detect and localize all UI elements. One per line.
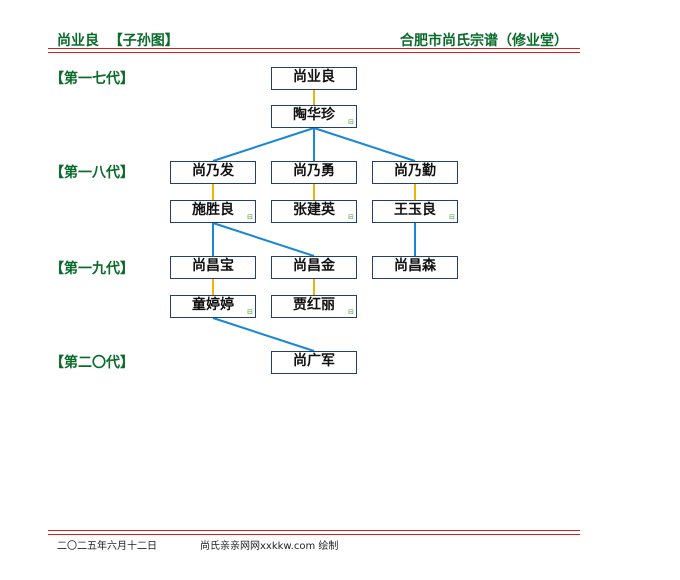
expand-marker-icon[interactable]: ⊟ [449,213,455,221]
person-name: 尚广军 [293,353,335,369]
generation-label-20: 【第二〇代】 [50,355,134,371]
expand-marker-icon[interactable]: ⊟ [247,308,253,316]
person-node-shang-changjin[interactable]: 尚昌金 [271,256,357,279]
footer-date: 二〇二五年六月十二日 [57,541,157,552]
child-link [212,317,315,352]
header-rule-top [48,48,580,49]
person-name: 张建英 [293,202,335,218]
person-node-shang-yeliang[interactable]: 尚业良 [271,67,357,90]
person-node-zhang-jianying[interactable]: 张建英 ⊟ [271,200,357,223]
footer-rule-bottom [48,534,580,535]
person-name: 陶华珍 [293,107,335,123]
person-node-tong-tingting[interactable]: 童婷婷 ⊟ [170,295,256,318]
person-name: 尚乃勇 [293,163,335,179]
footer-credit: 尚氏亲亲网网xxkkw.com 绘制 [200,541,339,552]
generation-label-19: 【第一九代】 [50,261,134,277]
child-link [212,127,315,162]
chart-type-tag: 【子孙图】 [108,33,179,49]
person-name: 尚乃勤 [394,163,436,179]
person-node-shang-naiqin[interactable]: 尚乃勤 [372,161,458,184]
person-node-tao-huazhen[interactable]: 陶华珍 ⊟ [271,105,357,128]
person-node-shang-changsen[interactable]: 尚昌森 [372,256,458,279]
expand-marker-icon[interactable]: ⊟ [348,213,354,221]
generation-label-18: 【第一八代】 [50,165,134,181]
root-ancestor-name: 尚业良 [57,33,99,49]
header-rule-bottom [48,52,580,53]
person-node-jia-hongli[interactable]: 贾红丽 ⊟ [271,295,357,318]
generation-label-17: 【第一七代】 [50,71,134,87]
person-name: 王玉良 [394,202,436,218]
person-name: 尚乃发 [192,163,234,179]
person-name: 尚昌森 [394,258,436,274]
footer-rule-top [48,530,580,531]
header-title: 尚业良 【子孙图】 [57,30,179,50]
person-node-wang-yuliang[interactable]: 王玉良 ⊟ [372,200,458,223]
person-name: 贾红丽 [293,297,335,313]
person-node-shang-changbao[interactable]: 尚昌宝 [170,256,256,279]
person-name: 尚业良 [293,69,335,85]
person-name: 童婷婷 [192,297,234,313]
person-node-shang-naifa[interactable]: 尚乃发 [170,161,256,184]
child-link [313,127,416,162]
person-name: 尚昌金 [293,258,335,274]
person-name: 施胜良 [192,202,234,218]
expand-marker-icon[interactable]: ⊟ [348,308,354,316]
expand-marker-icon[interactable]: ⊟ [247,213,253,221]
person-node-shi-shengliang[interactable]: 施胜良 ⊟ [170,200,256,223]
person-node-shang-naiyong[interactable]: 尚乃勇 [271,161,357,184]
genealogy-title: 合肥市尚氏宗谱（修业堂） [400,33,568,49]
child-link [212,222,315,257]
expand-marker-icon[interactable]: ⊟ [348,118,354,126]
person-node-shang-guangjun[interactable]: 尚广军 [271,351,357,374]
person-name: 尚昌宝 [192,258,234,274]
